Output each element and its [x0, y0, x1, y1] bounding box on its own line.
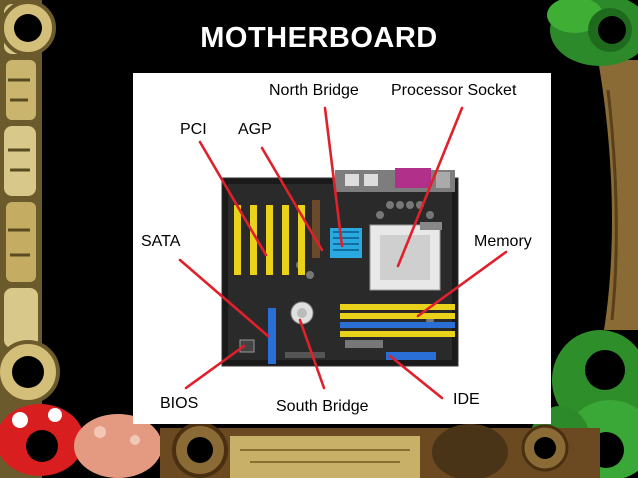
parallel-port [395, 168, 431, 188]
log-bottom [160, 422, 600, 478]
ring-top-left [0, 0, 56, 56]
label-sata: SATA [141, 233, 181, 250]
leader-line-pci [198, 140, 268, 257]
leader-line-memory [416, 250, 508, 318]
label-north-bridge: North Bridge [269, 82, 359, 99]
leader-line-bios [184, 344, 246, 390]
label-processor-socket: Processor Socket [391, 82, 517, 99]
leader-line-sata [178, 258, 270, 338]
label-ide: IDE [453, 391, 480, 408]
label-pci: PCI [180, 121, 207, 138]
leader-line-north-bridge [323, 106, 344, 248]
ide-connectors [345, 340, 436, 360]
sata-ports [268, 308, 276, 364]
stone-column-left [0, 0, 42, 478]
north-bridge-heatsink [330, 228, 362, 258]
leader-line-south-bridge [298, 318, 326, 390]
bios-chip [239, 339, 255, 353]
mushroom-red [0, 404, 84, 476]
south-bridge-chip [290, 301, 314, 325]
leader-line-agp [260, 146, 324, 252]
leader-line-ide [388, 354, 444, 400]
label-bios: BIOS [160, 395, 199, 412]
mushroom-pink [74, 414, 162, 478]
slide-title: MOTHERBOARD [200, 22, 438, 54]
memory-slots [340, 304, 455, 337]
leader-lines [178, 106, 508, 400]
label-agp: AGP [238, 121, 272, 138]
foliage-top-right [547, 0, 638, 66]
pci-slots [234, 205, 305, 275]
leader-line-processor-socket [396, 106, 464, 268]
cpu-socket [369, 222, 442, 291]
ring-bottom-left [0, 340, 60, 404]
label-south-bridge: South Bridge [276, 398, 369, 415]
agp-slot [312, 200, 320, 258]
tree-trunk-right [598, 60, 638, 330]
label-memory: Memory [474, 233, 532, 250]
